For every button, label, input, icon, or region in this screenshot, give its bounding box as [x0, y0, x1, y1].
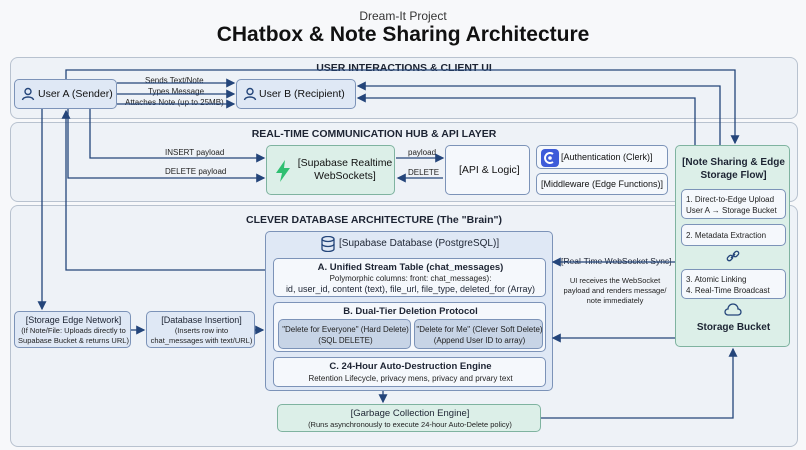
- edge-net-title: [Storage Edge Network]: [25, 315, 122, 325]
- user-icon: [21, 87, 35, 106]
- zone-db-title: CLEVER DATABASE ARCHITECTURE (The "Brain…: [246, 214, 502, 226]
- api-logic-node[interactable]: [API & Logic]: [445, 145, 530, 195]
- delete-me-title: "Delete for Me" (Clever Soft Delete): [416, 325, 543, 334]
- zone-user-title: USER INTERACTIONS & CLIENT UI: [316, 62, 492, 74]
- note-sharing-panel: [Note Sharing & Edge Storage Flow] 1. Di…: [675, 145, 790, 347]
- table-c-node[interactable]: C. 24-Hour Auto-Destruction Engine Reten…: [273, 357, 546, 387]
- user-b-node[interactable]: User B (Recipient): [236, 79, 356, 109]
- zone-user-interactions: USER INTERACTIONS & CLIENT UI: [10, 57, 798, 119]
- project-subtitle: Dream-It Project: [359, 9, 447, 23]
- zone-hub-title: REAL-TIME COMMUNICATION HUB & API LAYER: [251, 128, 497, 140]
- storage-bucket-label: Storage Bucket: [696, 322, 771, 333]
- label-attaches: Attaches Note (up to 25MB): [125, 98, 224, 107]
- gc-sub: (Runs asynchronously to execute 24-hour …: [308, 420, 512, 429]
- table-a-subtitle: Polymorphic columns: front: chat_message…: [329, 274, 492, 283]
- middleware-label: [Middleware (Edge Functions)]: [541, 179, 664, 189]
- note-step-1: 1. Direct-to-Edge Upload User A → Storag…: [681, 189, 786, 219]
- db-insert-title: [Database Insertion]: [161, 315, 242, 325]
- delete-everyone-sub: (SQL DELETE): [318, 336, 373, 345]
- table-a-node[interactable]: A. Unified Stream Table (chat_messages) …: [273, 258, 546, 297]
- note-step-3-label: 3. Atomic Linking 4. Real-Time Broadcast: [686, 275, 770, 295]
- middleware-node[interactable]: [Middleware (Edge Functions)]: [536, 173, 668, 195]
- db-insert-sub: (Inserts row into chat_messages with tex…: [150, 326, 253, 345]
- auth-node[interactable]: [Authentication (Clerk)]: [536, 145, 668, 169]
- table-c-title: C. 24-Hour Auto-Destruction Engine: [329, 361, 492, 372]
- label-payload: payload: [408, 148, 437, 157]
- delete-for-everyone-node[interactable]: "Delete for Everyone" (Hard Delete) (SQL…: [278, 319, 411, 349]
- edge-net-sub: (If Note/File: Uploads directly to Supab…: [18, 326, 129, 345]
- user-a-label: User A (Sender): [38, 88, 113, 100]
- user-b-label: User B (Recipient): [259, 88, 345, 100]
- label-sends: Sends Text/Note: [145, 76, 204, 85]
- gc-title: [Garbage Collection Engine]: [350, 408, 470, 419]
- garbage-collection-node[interactable]: [Garbage Collection Engine] (Runs asynch…: [277, 404, 541, 432]
- note-step-1-label: 1. Direct-to-Edge Upload User A → Storag…: [686, 195, 777, 215]
- clerk-icon: [541, 149, 559, 172]
- note-step-3: 3. Atomic Linking 4. Real-Time Broadcast: [681, 269, 786, 299]
- api-label: [API & Logic]: [459, 164, 520, 176]
- supabase-db-label: [Supabase Database (PostgreSQL)]: [339, 238, 500, 249]
- table-a-title: A. Unified Stream Table (chat_messages): [317, 262, 504, 273]
- table-b-title: B. Dual-Tier Deletion Protocol: [343, 306, 478, 317]
- note-step-2: 2. Metadata Extraction: [681, 224, 786, 246]
- user-a-node[interactable]: User A (Sender): [14, 79, 117, 109]
- label-insert-payload: INSERT payload: [165, 148, 225, 157]
- label-types: Types Message: [148, 87, 205, 96]
- note-step-2-label: 2. Metadata Extraction: [686, 231, 767, 240]
- table-c-subtitle: Retention Lifecycle, privacy mens, priva…: [308, 374, 513, 383]
- table-b-node[interactable]: B. Dual-Tier Deletion Protocol "Delete f…: [273, 302, 546, 352]
- cloud-icon: [724, 303, 742, 322]
- delete-for-me-node[interactable]: "Delete for Me" (Clever Soft Delete) (Ap…: [414, 319, 543, 349]
- database-icon: [321, 235, 335, 257]
- table-a-columns: id, user_id, content (text), file_url, f…: [285, 284, 536, 294]
- supabase-database-node[interactable]: [Supabase Database (PostgreSQL)] A. Unif…: [265, 231, 553, 391]
- lightning-icon: [275, 160, 291, 187]
- auth-label: [Authentication (Clerk)]: [561, 152, 653, 162]
- link-icon: [726, 249, 740, 268]
- label-delete-payload: DELETE payload: [165, 167, 227, 176]
- label-rt-sync-sub: UI receives the WebSocket payload and re…: [563, 276, 667, 305]
- realtime-label: [Supabase Realtime WebSockets]: [297, 157, 393, 183]
- label-rt-sync: [Real-Time WebSocket Sync]: [561, 256, 672, 266]
- diagram-title: CHatbox & Note Sharing Architecture: [216, 23, 590, 46]
- realtime-websockets-node[interactable]: [Supabase Realtime WebSockets]: [266, 145, 395, 195]
- realtime-text: [Supabase Realtime WebSockets]: [297, 157, 393, 182]
- delete-me-sub: (Append User ID to array): [433, 336, 526, 345]
- delete-everyone-title: "Delete for Everyone" (Hard Delete): [282, 325, 409, 334]
- database-insertion-node[interactable]: [Database Insertion] (Inserts row into c…: [146, 311, 255, 348]
- label-delete: DELETE: [408, 168, 440, 177]
- note-flow-title: [Note Sharing & Edge Storage Flow]: [682, 157, 785, 181]
- user-icon: [243, 87, 257, 106]
- storage-edge-network-node[interactable]: [Storage Edge Network] (If Note/File: Up…: [14, 311, 131, 348]
